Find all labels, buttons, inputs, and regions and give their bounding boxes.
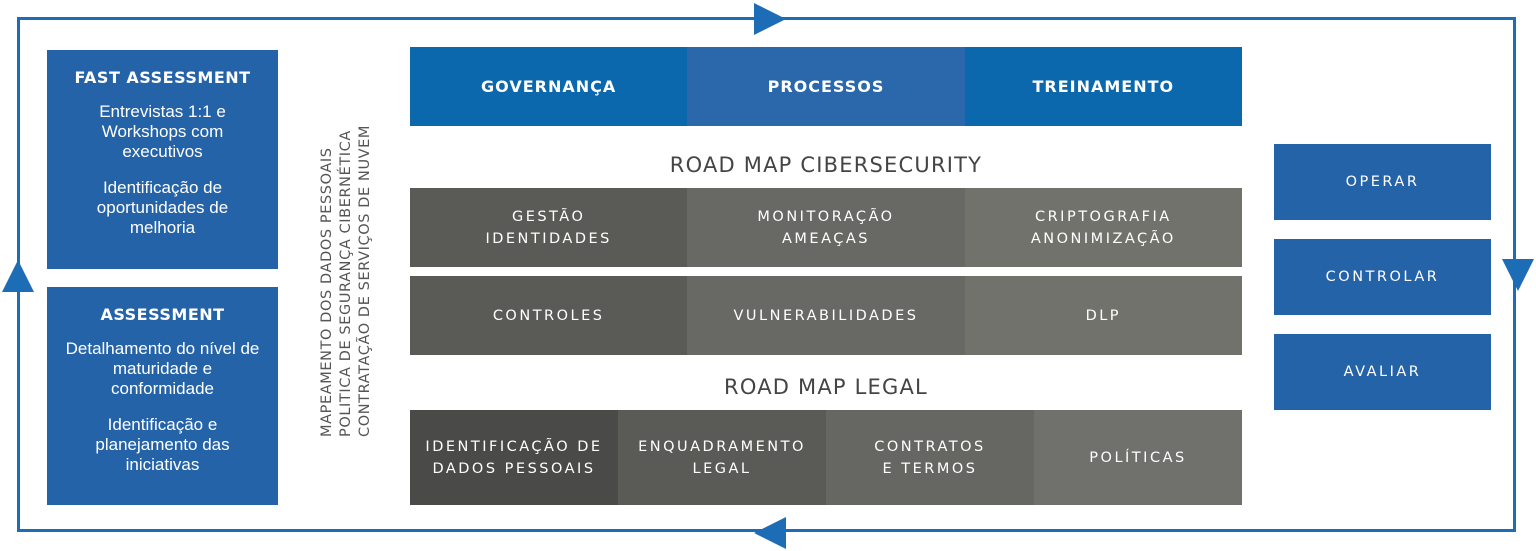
cyber-item: MONITORAÇÃO AMEAÇAS bbox=[687, 188, 965, 267]
fast-assessment-title: FAST ASSESSMENT bbox=[74, 68, 251, 87]
assessment-item: Identificação e planejamento das iniciat… bbox=[95, 415, 230, 474]
cyber-item: GESTÃO IDENTIDADES bbox=[410, 188, 688, 267]
vertical-label: CONTRATAÇÃO DE SERVIÇOS DE NUVEM bbox=[357, 124, 373, 437]
assessment-title: ASSESSMENT bbox=[100, 305, 225, 324]
fast-assessment-box: FAST ASSESSMENT Entrevistas 1:1 e Worksh… bbox=[47, 50, 278, 269]
arrow-left-icon bbox=[754, 517, 786, 549]
legal-item: ENQUADRAMENTO LEGAL bbox=[618, 410, 826, 505]
arrow-right-icon bbox=[754, 3, 786, 35]
arrow-up-icon bbox=[2, 260, 34, 292]
controlar-box: CONTROLAR bbox=[1274, 239, 1491, 315]
fast-assessment-item: Identificação de oportunidades de melhor… bbox=[96, 178, 229, 237]
operar-box: OPERAR bbox=[1274, 144, 1491, 220]
vertical-label: MAPEAMENTO DOS DADOS PESSOAIS bbox=[319, 147, 335, 437]
vertical-label: POLITICA DE SEGURANÇA CIBERNÉTICA bbox=[338, 130, 354, 437]
assessment-item: Detalhamento do nível de maturidade e co… bbox=[65, 339, 260, 398]
legal-item: IDENTIFICAÇÃO DE DADOS PESSOAIS bbox=[410, 410, 618, 505]
legal-row: IDENTIFICAÇÃO DE DADOS PESSOAIS ENQUADRA… bbox=[410, 410, 1242, 505]
legal-item: POLÍTICAS bbox=[1034, 410, 1242, 505]
legal-title: ROAD MAP LEGAL bbox=[724, 375, 928, 399]
cyber-item: VULNERABILIDADES bbox=[687, 276, 965, 355]
vertical-labels: MAPEAMENTO DOS DADOS PESSOAIS POLITICA D… bbox=[318, 107, 375, 437]
cyber-row-1: GESTÃO IDENTIDADES MONITORAÇÃO AMEAÇAS C… bbox=[410, 188, 1242, 267]
cyber-item: DLP bbox=[964, 276, 1242, 355]
assessment-box: ASSESSMENT Detalhamento do nível de matu… bbox=[47, 287, 278, 505]
cyber-item: CONTROLES bbox=[410, 276, 688, 355]
fast-assessment-item: Entrevistas 1:1 e Workshops com executiv… bbox=[99, 102, 226, 161]
arrow-down-icon bbox=[1502, 259, 1534, 291]
header-governanca: GOVERNANÇA bbox=[410, 47, 688, 126]
cyber-title: ROAD MAP CIBERSECURITY bbox=[669, 153, 983, 177]
cyber-row-2: CONTROLES VULNERABILIDADES DLP bbox=[410, 276, 1242, 355]
header-row: GOVERNANÇA PROCESSOS TREINAMENTO bbox=[410, 47, 1242, 126]
avaliar-box: AVALIAR bbox=[1274, 334, 1491, 410]
header-processos: PROCESSOS bbox=[687, 47, 965, 126]
legal-item: CONTRATOS E TERMOS bbox=[826, 410, 1034, 505]
cyber-item: CRIPTOGRAFIA ANONIMIZAÇÃO bbox=[964, 188, 1242, 267]
header-treinamento: TREINAMENTO bbox=[964, 47, 1242, 126]
